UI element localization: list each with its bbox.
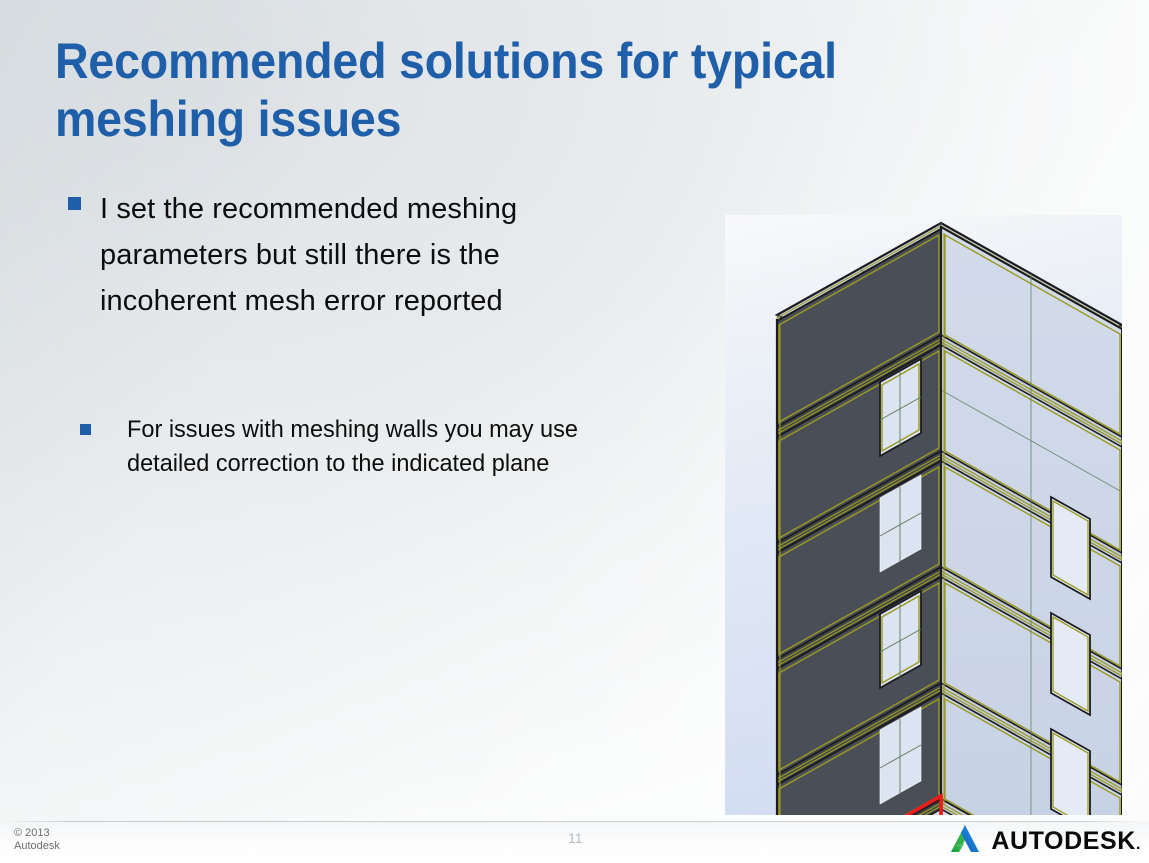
autodesk-logo: AUTODESK. xyxy=(948,822,1141,860)
building-model-svg xyxy=(725,215,1122,815)
autodesk-mark-icon xyxy=(948,824,982,859)
square-bullet-icon xyxy=(80,424,91,435)
bullet-item-secondary: For issues with meshing walls you may us… xyxy=(80,413,710,481)
autodesk-wordmark: AUTODESK. xyxy=(991,826,1141,855)
bullet-item-primary: I set the recommended meshing parameters… xyxy=(68,186,688,324)
square-bullet-icon xyxy=(68,197,81,210)
autodesk-wordmark-dot: . xyxy=(1135,835,1141,853)
bullet-text-secondary: For issues with meshing walls you may us… xyxy=(127,416,578,477)
autodesk-wordmark-text: AUTODESK xyxy=(991,826,1136,855)
copyright-text: © 2013 Autodesk xyxy=(14,827,60,852)
building-model-image xyxy=(725,215,1122,815)
bullet-text-primary: I set the recommended meshing parameters… xyxy=(100,193,518,317)
page-title: Recommended solutions for typical meshin… xyxy=(55,33,837,147)
footer-divider xyxy=(0,821,1149,822)
page-number: 11 xyxy=(568,830,583,846)
